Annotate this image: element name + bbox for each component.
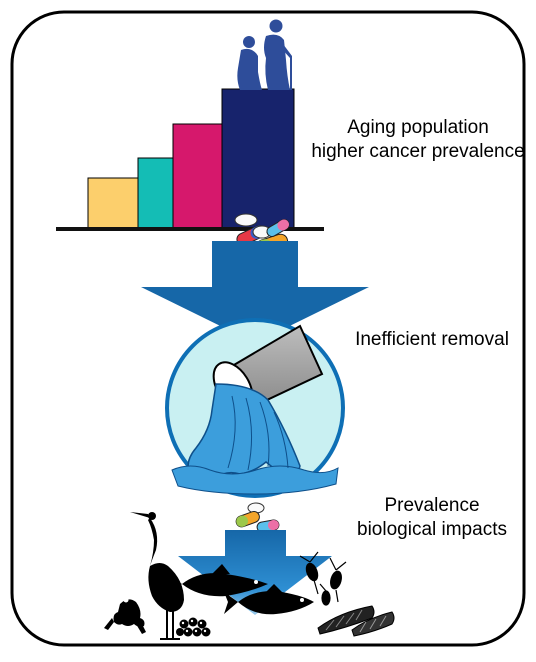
snail-shell-icon [317, 605, 395, 637]
water-flow [187, 383, 301, 479]
removal-label-text: Inefficient removal [355, 329, 509, 350]
aging-label: Aging population higher cancer prevalenc… [302, 116, 534, 164]
impacts-label-line-2: biological impacts [357, 519, 507, 540]
frog-icon [104, 597, 146, 634]
aging-label-line-2: higher cancer prevalence [311, 141, 525, 162]
impacts-label-line-1: Prevalence [384, 495, 480, 516]
elderly-couple-icon [237, 19, 292, 90]
water-pool [171, 465, 339, 495]
effluent-circle [165, 318, 345, 498]
bar-navy [221, 88, 295, 230]
fish-eggs-icon [176, 617, 211, 637]
removal-label: Inefficient removal [332, 328, 532, 352]
fish-icon [166, 564, 268, 597]
aging-label-line-1: Aging population [347, 117, 489, 138]
water-flea-icon [299, 551, 347, 606]
baseline [56, 227, 324, 231]
fish-icon [224, 584, 314, 615]
downward-arrow-top [141, 241, 369, 343]
pills-icon [235, 502, 280, 533]
water-streaks [227, 395, 289, 471]
downward-arrow-bottom [178, 530, 332, 615]
aging-bar-staircase [56, 88, 324, 231]
impacts-label: Prevalence biological impacts [332, 494, 532, 542]
